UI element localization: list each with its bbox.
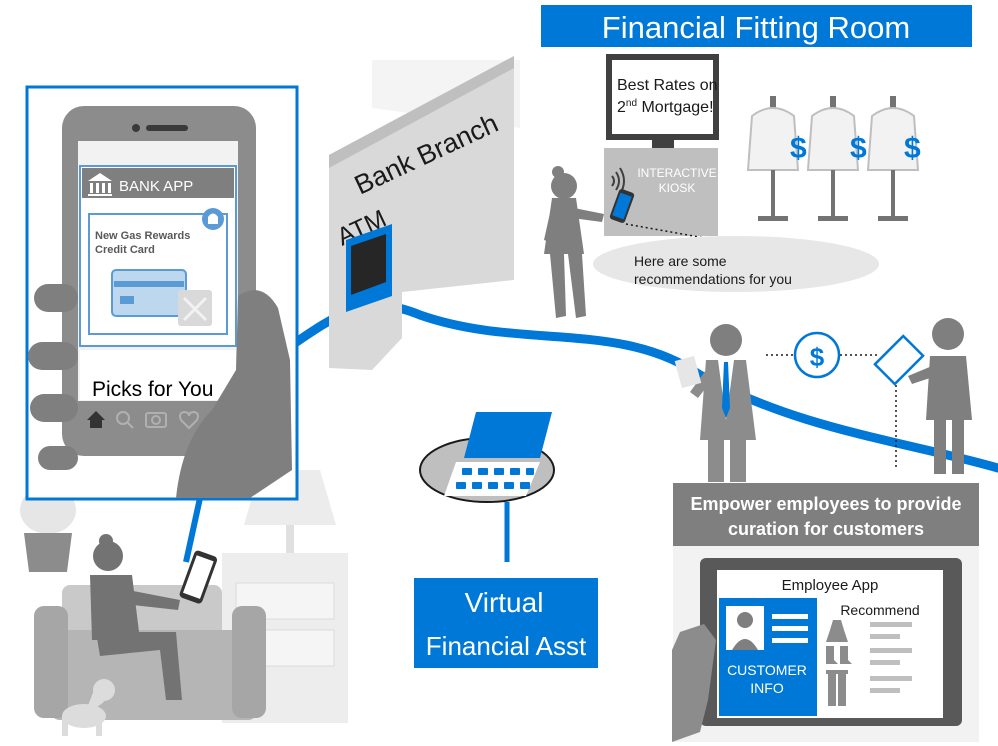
empower-line2: curation for customers (728, 519, 924, 539)
phone-speaker (146, 125, 188, 131)
employee-tablet (674, 355, 702, 389)
clothing-rack: $ $ $ (746, 96, 921, 221)
bell-shape (208, 213, 218, 224)
sofa-arm-right (232, 606, 266, 718)
credit-card-graphic (111, 269, 187, 317)
kiosk-screen-line2: 2nd Mortgage! (617, 98, 714, 116)
interactive-kiosk: Best Rates on 2nd Mortgage! INTERACTIVE … (604, 54, 719, 236)
card-offer-line1: New Gas Rewards (95, 230, 190, 242)
credit-card-chip (120, 296, 134, 304)
page-title: Financial Fitting Room (602, 10, 910, 45)
info-line-2 (772, 626, 808, 631)
phone-panel: BANK APP New Gas Rewards Credit Card Pic… (25, 85, 299, 501)
kiosk-phone (609, 189, 635, 223)
recommend-line-5 (870, 676, 912, 681)
payment-circle (793, 331, 841, 379)
virtual-asst-line1: Virtual (465, 587, 544, 618)
branch-building-roof (329, 56, 514, 168)
price-tag-3: $ (904, 132, 921, 165)
employee-hand-on-tablet (672, 624, 716, 742)
woman-on-sofa (90, 534, 182, 700)
plant-pot (24, 533, 72, 572)
virtual-asst-line2: Financial Asst (426, 631, 587, 661)
boots-icon (826, 646, 852, 664)
customer-card (873, 334, 925, 386)
info-line-1 (772, 614, 808, 619)
employee-tie (722, 362, 730, 418)
sofa-arm-left (34, 606, 68, 718)
kiosk-monitor-screen[interactable] (612, 60, 713, 134)
virtual-assistant: Virtual Financial Asst (414, 412, 598, 668)
recommend-line-1 (870, 622, 912, 627)
bubble-line2: recommendations for you (634, 271, 792, 287)
phone-camera (132, 124, 140, 132)
bank-app-title: BANK APP (119, 178, 193, 195)
virtual-asst-label-box (414, 578, 598, 668)
home-scene (20, 470, 348, 736)
customer-info-line2: INFO (750, 680, 784, 696)
picks-label-bg (80, 350, 236, 400)
bank-app-header (82, 168, 234, 198)
lamp-stem (286, 525, 294, 555)
empower-line1: Empower employees to provide (690, 494, 961, 514)
bank-branch: Bank Branch ATM (329, 56, 520, 370)
employee-man (690, 324, 756, 482)
title-banner (541, 5, 972, 47)
customer-info-line1: CUSTOMER (727, 662, 807, 678)
dog (62, 679, 115, 736)
recommend-line-2 (870, 634, 900, 639)
payment-dollar: $ (810, 342, 825, 372)
employee-app-title: Employee App (782, 577, 879, 594)
price-tag-2: $ (850, 132, 867, 165)
heart-nav-icon[interactable] (179, 410, 199, 430)
customer-avatar (732, 612, 758, 650)
recommend-label: Recommend (840, 602, 919, 618)
kiosk-label-line1: INTERACTIVE (637, 166, 716, 180)
camera-nav-icon[interactable] (145, 412, 167, 428)
kiosk-bubble-connector (625, 223, 739, 245)
recommend-line-6 (870, 688, 900, 693)
mannequin-1: $ (746, 96, 807, 221)
hand-holding-phone (176, 290, 292, 498)
laptop-screen (464, 412, 552, 458)
seated-woman-phone (179, 550, 218, 604)
atm-screen (351, 234, 386, 295)
price-tag-1: $ (790, 132, 807, 165)
recommendation-bubble (593, 236, 879, 292)
search-nav-icon[interactable] (116, 411, 134, 429)
kiosk-stand-neck (652, 140, 674, 150)
woman-at-kiosk (544, 166, 604, 318)
laptop-keys (456, 468, 534, 489)
customer-woman (908, 318, 972, 474)
mannequin-3: $ (866, 96, 921, 221)
kiosk-label-line2: KIOSK (659, 181, 696, 195)
card-offer-line2: Credit Card (95, 244, 155, 256)
dress-icon (826, 620, 848, 642)
recommend-line-3 (870, 648, 912, 653)
info-line-3 (772, 638, 808, 643)
pants-icon (826, 670, 848, 706)
fingers (28, 284, 78, 470)
credit-card-stripe (114, 281, 184, 287)
bubble-line1: Here are some (634, 253, 727, 269)
laptop-keyboard (444, 462, 540, 496)
bank-icon (88, 173, 112, 196)
phone-connector-line (183, 497, 203, 563)
picks-for-you-label: Picks for You (92, 378, 213, 401)
recommend-line-4 (870, 660, 900, 665)
mannequin-2: $ (806, 96, 867, 221)
kiosk-screen-line1: Best Rates on (617, 77, 718, 94)
gas-can-cross (182, 296, 208, 322)
empower-banner (673, 483, 979, 546)
home-nav-icon[interactable] (87, 411, 105, 428)
